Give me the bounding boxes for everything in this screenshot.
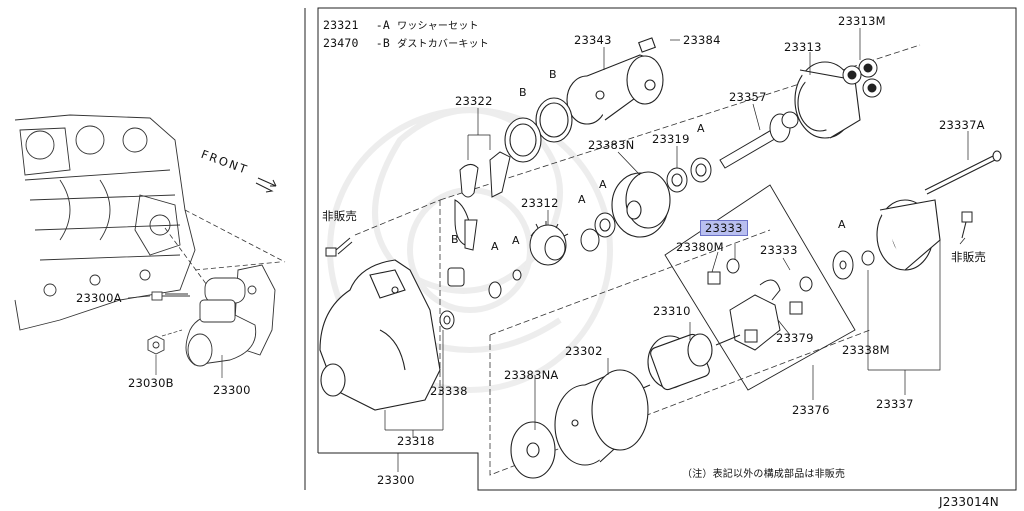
letter-a-4: A (491, 240, 499, 253)
footnote: （注）表記以外の構成部品は非販売 (682, 469, 846, 480)
part-23383na-plate (510, 421, 556, 479)
label-23383na[interactable]: 23383NA (504, 368, 559, 382)
nut-23030b-icon (147, 335, 165, 355)
label-23380m[interactable]: 23380M (676, 240, 724, 254)
letter-a-5: A (512, 234, 520, 247)
dashed-axes (354, 44, 921, 476)
label-23313[interactable]: 23313 (784, 40, 822, 54)
part-23319-washers (666, 157, 712, 193)
engine-block (14, 114, 196, 331)
label-23383n[interactable]: 23383N (588, 138, 635, 152)
letter-a-3: A (578, 193, 586, 206)
part-23383n-plate (611, 171, 671, 238)
part-23337-end-cover (876, 199, 941, 271)
label-23313m[interactable]: 23313M (838, 14, 886, 28)
bolt-right-icon (961, 211, 973, 239)
letter-b-2: B (519, 86, 527, 99)
label-23319[interactable]: 23319 (652, 132, 690, 146)
bolt-left-icon (325, 237, 353, 257)
diagram-id: J233014N (939, 495, 999, 509)
label-23322[interactable]: 23322 (455, 94, 493, 108)
legend-row-2: 23470 -B ダストカバーキット (323, 35, 489, 50)
letter-a-2: A (599, 178, 607, 191)
leader-lines (384, 28, 969, 472)
label-23030b[interactable]: 23030B (128, 376, 174, 390)
legend-part-1: 23321 (323, 18, 359, 32)
label-23338[interactable]: 23338 (430, 384, 468, 398)
label-23337[interactable]: 23337 (876, 397, 914, 411)
part-23302-yoke (554, 369, 649, 466)
label-23337a[interactable]: 23337A (939, 118, 985, 132)
label-23384[interactable]: 23384 (683, 33, 721, 47)
part-23357-shaft (719, 111, 799, 169)
starter-assembly-small (185, 264, 276, 367)
letter-b-1: B (549, 68, 557, 81)
label-23318[interactable]: 23318 (397, 434, 435, 448)
letter-a-6: A (838, 218, 846, 231)
frame (304, 7, 1017, 491)
legend-code-2: -B (375, 36, 390, 50)
part-23312-pinion (529, 212, 616, 266)
label-23376[interactable]: 23376 (792, 403, 830, 417)
legend-desc-1: ワッシャーセット (397, 21, 479, 32)
label-23338m[interactable]: 23338M (842, 343, 890, 357)
label-23333[interactable]: 23333 (760, 243, 798, 257)
label-23379[interactable]: 23379 (776, 331, 814, 345)
label-23300a[interactable]: 23300A (76, 291, 122, 305)
legend-row-1: 23321 -A ワッシャーセット (323, 17, 479, 32)
label-23310[interactable]: 23310 (653, 304, 691, 318)
part-23318-housing (319, 259, 441, 411)
part-23313m-planet-gears (842, 58, 882, 98)
part-23313-gear-housing (794, 61, 861, 139)
label-23312[interactable]: 23312 (521, 196, 559, 210)
label-23333-selected[interactable]: 23333 (700, 220, 748, 236)
legend-code-1: -A (375, 18, 390, 32)
letter-a-1: A (697, 122, 705, 135)
label-23300[interactable]: 23300 (377, 473, 415, 487)
not-sold-label-left: 非販売 (322, 209, 358, 223)
left-leader-lines (127, 295, 223, 378)
part-23310-armature (619, 333, 741, 399)
label-23357[interactable]: 23357 (729, 90, 767, 104)
part-23337a-through-bolt (924, 150, 1002, 195)
legend-desc-2: ダストカバーキット (397, 39, 489, 50)
part-23322-lever (454, 151, 511, 251)
part-23376-brush-holder (707, 258, 813, 351)
b-rings (504, 97, 573, 163)
legend-part-2: 23470 (323, 36, 359, 50)
bolt-23300a-icon (151, 291, 190, 301)
label-23302[interactable]: 23302 (565, 344, 603, 358)
label-23343[interactable]: 23343 (574, 33, 612, 47)
part-23338m-washers (832, 250, 875, 280)
not-sold-label-right: 非販売 (951, 250, 987, 264)
small-parts (439, 267, 522, 330)
part-23376-brush-box (664, 184, 856, 391)
part-23343-solenoid (566, 37, 664, 125)
letter-markers: B B A A A B A A A (451, 68, 846, 253)
front-arrow-icon (255, 177, 277, 193)
letter-b-3: B (451, 233, 459, 246)
label-23300-left[interactable]: 23300 (213, 383, 251, 397)
